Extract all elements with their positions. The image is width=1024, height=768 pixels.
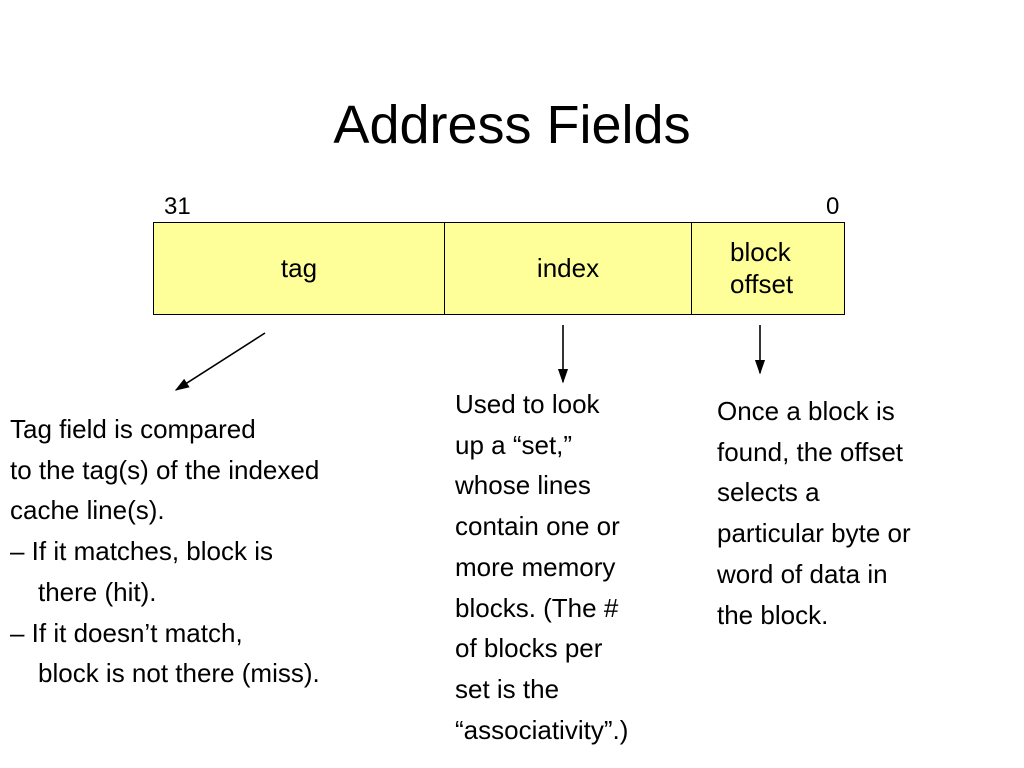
tag-description-line: block is not there (miss).: [38, 658, 320, 689]
bit-0-label: 0: [826, 193, 840, 220]
index-description-line: contain one or: [455, 511, 620, 542]
tag-description: Tag field is compared to the tag(s) of t…: [10, 409, 320, 694]
offset-description-line: Once a block is: [717, 396, 895, 426]
offset-description-line: found, the offset: [717, 436, 903, 467]
tag-field-label: tag: [280, 252, 318, 283]
tag-description-line: there (hit).: [38, 576, 157, 607]
offset-description: Once a block is found, the offset select…: [717, 391, 911, 635]
index-description-line: blocks. (The #: [455, 592, 619, 623]
block-offset-field: block offset: [691, 223, 844, 314]
offset-description-line: particular byte or: [717, 518, 911, 549]
tag-field: tag: [154, 223, 444, 314]
tag-description-line: – If it matches, block is: [10, 536, 273, 567]
index-description-line: up a “set,”: [455, 429, 573, 460]
tag-description-line: cache line(s).: [10, 495, 165, 526]
block-offset-label-line-1: block: [730, 236, 791, 267]
index-description-line: “associativity”.): [455, 714, 629, 745]
offset-description-line: selects a: [717, 477, 820, 508]
index-description-line: whose lines: [455, 470, 591, 501]
tag-description-line: to the tag(s) of the indexed: [10, 454, 320, 485]
bit-31-label: 31: [164, 193, 191, 220]
index-description: Used to look up a “set,” whose lines con…: [455, 384, 628, 750]
block-offset-label-line-2: offset: [730, 268, 794, 299]
slide-title: Address Fields: [333, 95, 691, 155]
offset-description-line: the block.: [717, 599, 829, 630]
index-field-label: index: [536, 252, 600, 283]
tag-description-line: – If it doesn’t match,: [10, 617, 243, 648]
tag-description-line: Tag field is compared: [10, 414, 256, 444]
index-field: index: [444, 223, 691, 314]
tag-arrow: [174, 332, 266, 391]
block-offset-field-label: block offset: [714, 237, 822, 301]
offset-description-line: word of data in: [717, 558, 888, 589]
index-description-line: set is the: [455, 673, 560, 704]
index-description-line: Used to look: [455, 389, 600, 419]
index-description-line: more memory: [455, 551, 616, 582]
address-field-bar: tag index block offset: [153, 222, 845, 315]
index-description-line: of blocks per: [455, 633, 603, 664]
